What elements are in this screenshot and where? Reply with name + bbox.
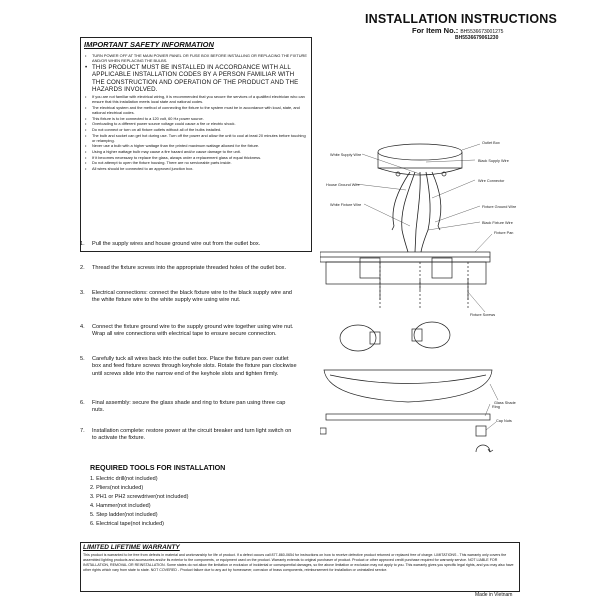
step-text: Connect the fixture ground wire to the s… bbox=[92, 324, 294, 338]
label-house-ground-wire: House Ground Wire bbox=[326, 183, 360, 187]
step-text: Electrical connections: connect the blac… bbox=[92, 290, 292, 304]
wires-drawing bbox=[391, 171, 442, 253]
step-text: Carefully tuck all wires back into the o… bbox=[92, 356, 297, 377]
label-fixture-ground-wire: Fixture Ground Wire bbox=[482, 205, 516, 209]
label-outlet-box: Outlet Box bbox=[482, 141, 500, 145]
tool-item: 2. Pliers(not included) bbox=[90, 484, 144, 491]
step-number: 1. bbox=[80, 241, 85, 247]
cap-nut-drawing bbox=[320, 425, 494, 453]
safety-info-box bbox=[80, 37, 312, 252]
label-black-supply-wire: Black Supply Wire bbox=[478, 159, 509, 163]
label-glass-shade: Glass Shade bbox=[494, 401, 516, 405]
step-number: 5. bbox=[80, 356, 85, 362]
assembly-diagram: Outlet Box White Supply Wire Black Suppl… bbox=[320, 141, 516, 453]
outlet-box-drawing bbox=[377, 143, 463, 177]
tools-heading: REQUIRED TOOLS FOR INSTALLATION bbox=[90, 463, 226, 472]
label-ring: Ring bbox=[492, 405, 500, 409]
safety-item: Overloading to a different power source … bbox=[84, 121, 308, 126]
screws-drawing bbox=[379, 278, 469, 300]
label-black-fixture-wire: Black Fixture Wire bbox=[482, 221, 513, 225]
tool-item: 4. Hammer(not included) bbox=[90, 502, 151, 509]
safety-item: THIS PRODUCT MUST BE INSTALLED IN ACCORD… bbox=[84, 64, 308, 94]
tool-item: 3. PH1 or PH2 screwdriver(not included) bbox=[90, 493, 189, 500]
step-number: 4. bbox=[80, 324, 85, 330]
bulbs-drawing bbox=[339, 321, 451, 352]
tool-item: 1. Electric drill(not included) bbox=[90, 476, 158, 482]
item-number-1: BH5536673001275 bbox=[460, 29, 504, 35]
tools-list: 1. Electric drill(not included) 2. Plier… bbox=[90, 475, 188, 528]
step-number: 3. bbox=[80, 290, 85, 296]
safety-item: The electrical system and the method of … bbox=[84, 105, 308, 115]
label-wire-connector: Wire Connector bbox=[478, 179, 505, 183]
label-fixture-screws: Fixture Screws bbox=[470, 313, 495, 317]
safety-item: If it becomes necessary to replace the g… bbox=[84, 155, 308, 160]
document-title: INSTALLATION INSTRUCTIONS bbox=[365, 12, 558, 26]
step-text: Installation complete: restore power at … bbox=[92, 428, 292, 442]
safety-item: This fixture is to be connected to a 120… bbox=[84, 116, 308, 121]
item-number-line: For Item No.: BH5536673001275 bbox=[412, 26, 503, 35]
step-number: 7. bbox=[80, 428, 85, 434]
safety-list: TURN POWER OFF AT THE MAIN POWER PANEL O… bbox=[84, 53, 308, 172]
tool-item: 5. Step ladder(not included) bbox=[90, 511, 158, 518]
safety-item: Never use a bulb with a higher wattage t… bbox=[84, 143, 308, 148]
fixture-pan-drawing bbox=[320, 251, 491, 310]
item-number-2: BH5536679061230 bbox=[455, 35, 499, 41]
label-fixture-pan: Fixture Pan bbox=[494, 231, 513, 235]
safety-item: Do not connect or turn on all fixture ou… bbox=[84, 127, 308, 132]
step-number: 2. bbox=[80, 265, 85, 271]
safety-item: All wires should be connected to an appr… bbox=[84, 166, 308, 171]
safety-item: If you are not familiar with electrical … bbox=[84, 94, 308, 104]
label-white-fixture-wire: White Fixture Wire bbox=[330, 203, 361, 207]
safety-item: TURN POWER OFF AT THE MAIN POWER PANEL O… bbox=[84, 53, 308, 63]
tool-item: 6. Electrical tape(not included) bbox=[90, 520, 164, 527]
ring-drawing bbox=[325, 413, 491, 421]
step-text: Final assembly: secure the glass shade a… bbox=[92, 400, 286, 414]
safety-item: Do not attempt to open the fixture housi… bbox=[84, 160, 308, 165]
step-number: 6. bbox=[80, 400, 85, 406]
warranty-heading: LIMITED LIFETIME WARRANTY bbox=[83, 544, 180, 551]
step-text: Pull the supply wires and house ground w… bbox=[92, 241, 261, 247]
item-label: For Item No.: bbox=[412, 26, 459, 35]
label-cap-nuts: Cap Nuts bbox=[496, 419, 512, 423]
safety-item: Using a higher wattage bulb may cause a … bbox=[84, 149, 308, 154]
label-white-supply-wire: White Supply Wire bbox=[330, 153, 361, 157]
warranty-text: This product is warranted to be free fro… bbox=[83, 553, 514, 572]
step-text: Thread the fixture screws into the appro… bbox=[92, 265, 287, 271]
warranty-box bbox=[80, 542, 520, 592]
glass-shade-drawing bbox=[323, 369, 493, 403]
safety-item: The bulb and socket can get hot during u… bbox=[84, 133, 308, 143]
made-in-label: Made in Vietnam bbox=[475, 592, 513, 598]
safety-heading: IMPORTANT SAFETY INFORMATION bbox=[84, 40, 214, 49]
